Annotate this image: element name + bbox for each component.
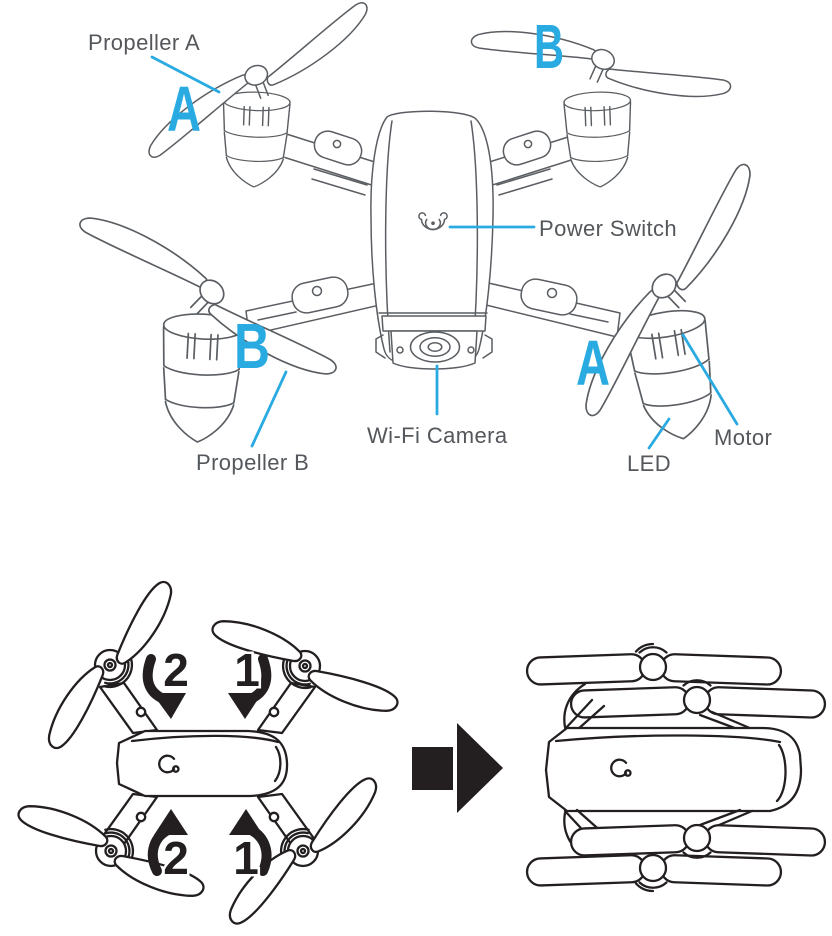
fold-step-number: 1 — [233, 832, 259, 884]
leader-propeller-b — [250, 370, 288, 448]
transition-right-arrow-icon — [412, 723, 503, 813]
motor-pod-rear-left — [156, 311, 245, 447]
folded-prop-1 — [525, 642, 783, 687]
power-switch-icon — [418, 212, 448, 231]
arm-front-right — [482, 130, 588, 196]
blade-marker-b-bottom-left: B — [234, 310, 270, 382]
label-wifi-camera: Wi-Fi Camera — [367, 423, 508, 448]
fold-step-number: 2 — [163, 832, 189, 884]
fold-step-number: 1 — [234, 644, 260, 696]
power-switch-icon-folded — [610, 758, 632, 778]
folding-diagram: 2 1 2 1 — [14, 577, 827, 936]
drone-unfolded-top-view — [14, 577, 404, 936]
motor-pod-front-left — [219, 90, 292, 190]
leader-motor — [681, 333, 739, 426]
rotor-rear-left — [14, 765, 208, 936]
motor-pod-front-right — [562, 90, 635, 190]
label-propeller-a: Propeller A — [88, 30, 200, 55]
blade-marker-a-bottom-right: A — [576, 327, 610, 399]
fold-arrow-top-right — [228, 654, 272, 719]
label-motor: Motor — [714, 425, 772, 450]
down-arrow-icon — [152, 693, 186, 719]
label-led: LED — [627, 451, 671, 476]
folded-prop-3 — [569, 823, 827, 859]
folded-prop-2 — [569, 679, 827, 720]
up-arrow-icon — [229, 809, 263, 835]
up-arrow-icon — [154, 809, 188, 835]
rotor-rear-right — [202, 774, 404, 928]
blade-marker-a-top-left: A — [167, 73, 201, 145]
fold-step-number: 2 — [163, 644, 189, 696]
blade-marker-b-top-right: B — [534, 13, 564, 82]
fold-arrow-bottom-right — [229, 809, 272, 876]
folded-body — [544, 726, 803, 813]
power-switch-icon-top-view — [158, 754, 180, 774]
rotor-front-left — [14, 577, 206, 753]
arm-front-left — [276, 130, 382, 196]
fold-step-arrows: 2 1 2 1 — [142, 642, 272, 887]
drone-folded-top-view — [525, 642, 827, 893]
fold-arrow-top-left — [142, 654, 186, 719]
down-arrow-icon — [228, 693, 262, 719]
fold-arrow-bottom-left — [147, 809, 188, 876]
drone-body — [370, 110, 494, 370]
fold-body — [115, 729, 289, 798]
parts-diagram: Propeller A Power Switch Wi-Fi Camera Mo… — [76, 0, 800, 476]
drone-perspective-illustration — [76, 0, 800, 447]
label-propeller-b: Propeller B — [196, 450, 309, 475]
folded-prop-4 — [525, 853, 783, 893]
rotor-front-right — [208, 580, 402, 752]
leader-led — [647, 417, 671, 450]
leader-propeller-a — [150, 55, 221, 94]
camera-housing — [375, 330, 493, 370]
camera-lens — [409, 331, 461, 363]
label-power-switch: Power Switch — [539, 216, 677, 241]
